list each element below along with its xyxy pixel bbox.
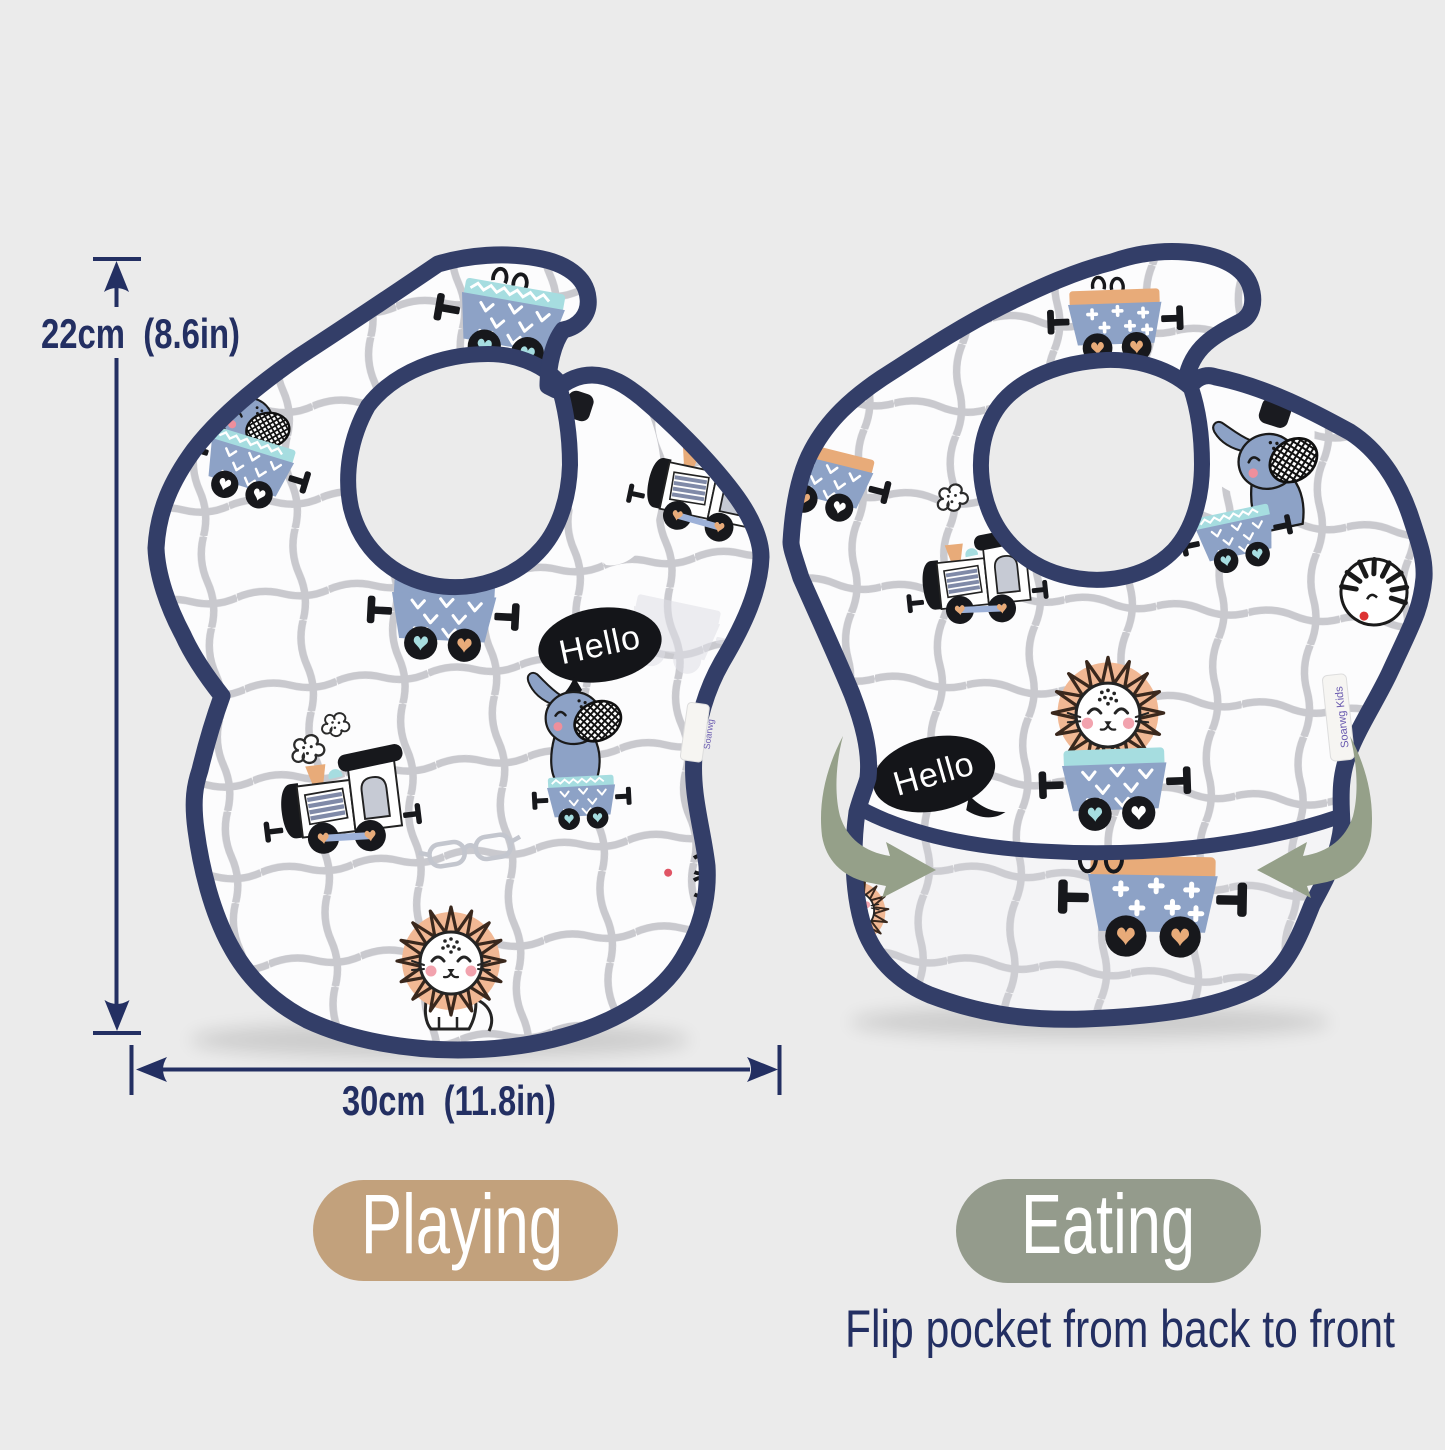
svg-text:Soarwg: Soarwg xyxy=(702,718,716,750)
svg-text:22cm (8.6in): 22cm (8.6in) xyxy=(41,310,240,357)
svg-text:Playing: Playing xyxy=(361,1177,563,1271)
svg-text:30cm (11.8in): 30cm (11.8in) xyxy=(342,1077,556,1124)
svg-text:Flip pocket from back to front: Flip pocket from back to front xyxy=(845,1300,1395,1359)
svg-text:Eating: Eating xyxy=(1021,1177,1195,1271)
